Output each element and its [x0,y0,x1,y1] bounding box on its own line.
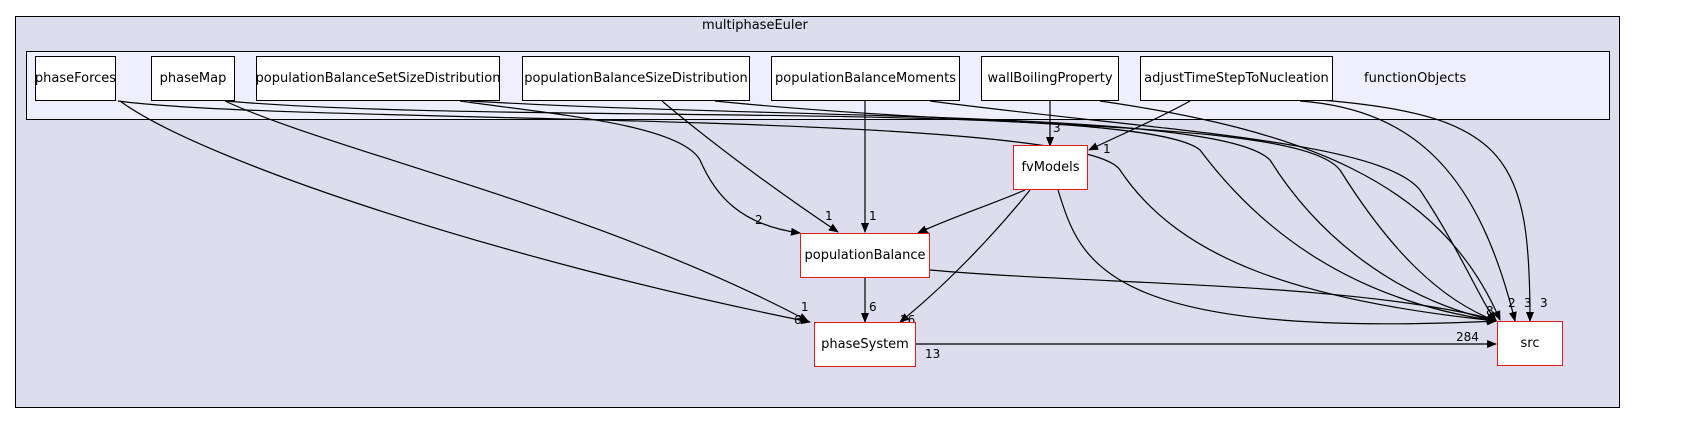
edge-label: 1 [1103,142,1111,156]
cluster-title-multiphaseEuler: multiphaseEuler [702,18,808,33]
edge-label: 1 [869,209,877,223]
node-label: phaseSystem [821,337,909,352]
edge-label: 3 [1524,296,1532,310]
node-label: src [1520,336,1540,351]
edge-adjust-src [1299,100,1517,322]
edge-pbSetSize-src [469,100,1497,323]
node-label: fvModels [1021,160,1080,175]
node-populationBalanceSizeDistribution[interactable]: populationBalanceSizeDistribution [522,56,750,101]
edge-label: 284 [1456,330,1479,344]
node-phaseForces[interactable]: phaseForces [35,56,116,101]
node-adjustTimeStepToNucleation[interactable]: adjustTimeStepToNucleation [1140,56,1333,101]
edge-pbSetSize-pb [459,100,801,236]
node-label: wallBoilingProperty [987,71,1113,86]
node-phaseSystem[interactable]: phaseSystem [814,322,916,367]
node-label: populationBalance [804,248,926,263]
edge-label: 1 [801,300,809,314]
edge-adjust-src-2 [1319,99,1534,322]
node-phaseMap[interactable]: phaseMap [151,56,235,101]
edge-wallBoiling-src [1099,100,1501,321]
edge-label: 3 [1540,296,1548,310]
edge-pbSize-src [714,100,1497,322]
edge-label: 13 [925,347,940,361]
node-label: phaseForces [34,71,117,86]
node-label: adjustTimeStepToNucleation [1144,71,1329,86]
edge-fvModels-pb [917,189,1026,234]
node-fvModels[interactable]: fvModels [1013,145,1088,190]
node-populationBalanceMoments[interactable]: populationBalanceMoments [771,56,960,101]
edge-pbSize-pb [661,100,839,233]
node-src[interactable]: src [1497,321,1563,366]
edge-fvModels-ps [899,189,1031,323]
node-populationBalanceSetSizeDistribution[interactable]: populationBalanceSetSizeDistribution [256,56,500,101]
edge-pb-src [929,269,1497,322]
node-label: populationBalanceMoments [775,71,956,86]
edge-pbMoments-src [929,100,1497,322]
node-label: phaseMap [159,71,227,86]
edge-label: 1 [825,209,833,223]
edge-label: 6 [794,313,802,327]
edge-phaseMap-ps [224,100,809,322]
edge-adjust-fvModels [1088,100,1191,151]
node-label: populationBalanceSizeDistribution [524,71,748,86]
edge-phaseMap-src [225,100,1497,324]
node-wallBoilingProperty[interactable]: wallBoilingProperty [981,56,1119,101]
edge-label: 8 [1486,304,1494,318]
edge-label: 6 [869,300,877,314]
edge-label: 2 [755,213,763,227]
edge-label: 2 [1508,296,1516,310]
edge-label: 3 [1053,121,1061,135]
edge-phaseForces-ps [119,100,811,325]
node-label: populationBalanceSetSizeDistribution [255,71,501,86]
edge-fvModels-src [1057,189,1497,326]
node-populationBalance[interactable]: populationBalance [800,233,930,278]
cluster-title-functionObjects: functionObjects [1364,71,1467,86]
